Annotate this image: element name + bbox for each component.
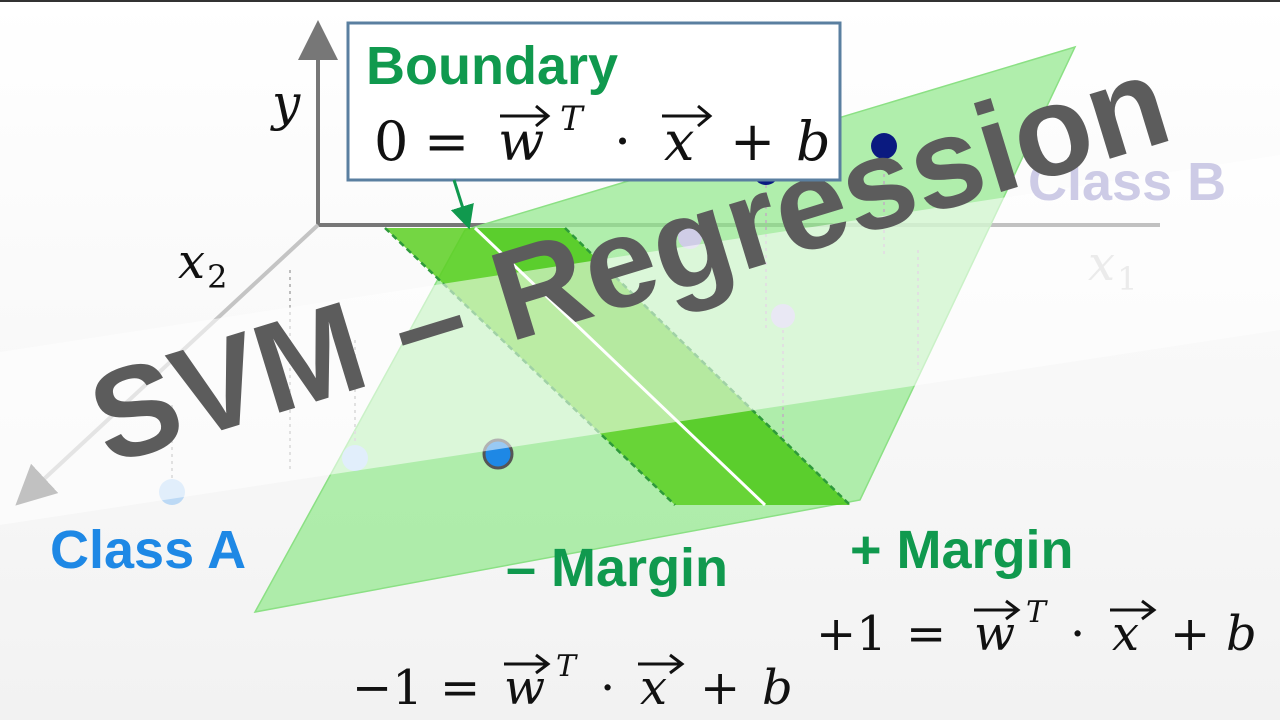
svg-text:b: b [762, 660, 793, 716]
svg-text:b: b [1226, 606, 1257, 662]
svg-text:−1: −1 [352, 660, 423, 716]
svg-text:T: T [1026, 595, 1048, 630]
class-b-point [678, 225, 702, 249]
svg-text:0: 0 [374, 110, 408, 173]
svg-text:w: w [974, 606, 1015, 662]
title-overlay-strip [0, 155, 1280, 525]
svg-text:+: + [700, 660, 740, 716]
svg-text:x: x [1112, 606, 1139, 662]
svg-text:=: = [440, 660, 480, 716]
class-a-label: Class A [50, 520, 246, 580]
boundary-box [346, 21, 842, 182]
negative-margin-equation: −1 = w T · x + b [352, 649, 793, 716]
boundary-equation: 0 = w T · x + b [374, 99, 831, 173]
svg-text:T: T [556, 649, 578, 684]
svg-text:b: b [796, 110, 831, 173]
boundary-callout: Boundary 0 = w T · x + b [346, 21, 842, 230]
positive-margin-line [564, 227, 851, 506]
y-axis-label: y [270, 74, 301, 132]
svg-text:w: w [504, 660, 545, 716]
svg-text:+: + [1170, 606, 1210, 662]
svg-text:·: · [1070, 606, 1085, 662]
svg-text:=: = [906, 606, 946, 662]
class-b-label: Class B [1028, 152, 1226, 212]
boundary-label: Boundary [366, 36, 618, 96]
svg-text:x: x [640, 660, 667, 716]
svg-text:w: w [498, 110, 544, 173]
svg-text:+1: +1 [816, 606, 887, 662]
svg-text:+: + [730, 110, 775, 173]
class-b-point [871, 133, 897, 159]
svg-text:T: T [560, 99, 585, 139]
svg-text:·: · [600, 660, 615, 716]
boundary-pointer [450, 179, 474, 230]
positive-margin-label: + Margin [850, 520, 1074, 580]
svg-text:=: = [424, 110, 469, 173]
svg-text:·: · [614, 110, 631, 173]
positive-margin-equation: +1 = w T · x + b [816, 595, 1257, 662]
x2-axis-label: x2 [178, 234, 227, 296]
negative-margin-label: – Margin [506, 538, 728, 598]
svg-text:x: x [664, 110, 694, 173]
